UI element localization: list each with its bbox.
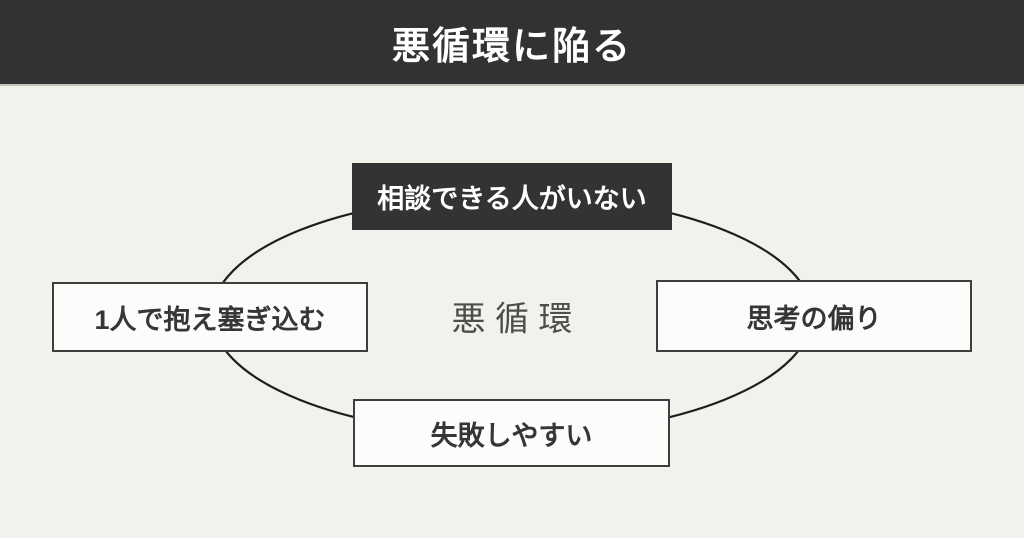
- node-label: 失敗しやすい: [430, 420, 593, 451]
- page-title: 悪循環に陥る: [391, 25, 632, 68]
- node-biased-thinking: 思考の偏り: [656, 280, 972, 352]
- node-label: 1人で抱え塞ぎ込む: [94, 304, 326, 335]
- node-prone-to-failure: 失敗しやすい: [353, 399, 670, 467]
- title-bar: 悪循環に陥る: [0, 0, 1024, 86]
- node-label: 思考の偏り: [746, 303, 882, 334]
- node-no-one-to-consult: 相談できる人がいない: [352, 163, 672, 230]
- cycle-center-label: 悪循環: [451, 300, 583, 339]
- cycle-diagram: 相談できる人がいない 1人で抱え塞ぎ込む 思考の偏り 失敗しやすい 悪循環: [0, 88, 1024, 538]
- node-bottle-up-alone: 1人で抱え塞ぎ込む: [52, 282, 368, 352]
- node-label: 相談できる人がいない: [377, 184, 647, 214]
